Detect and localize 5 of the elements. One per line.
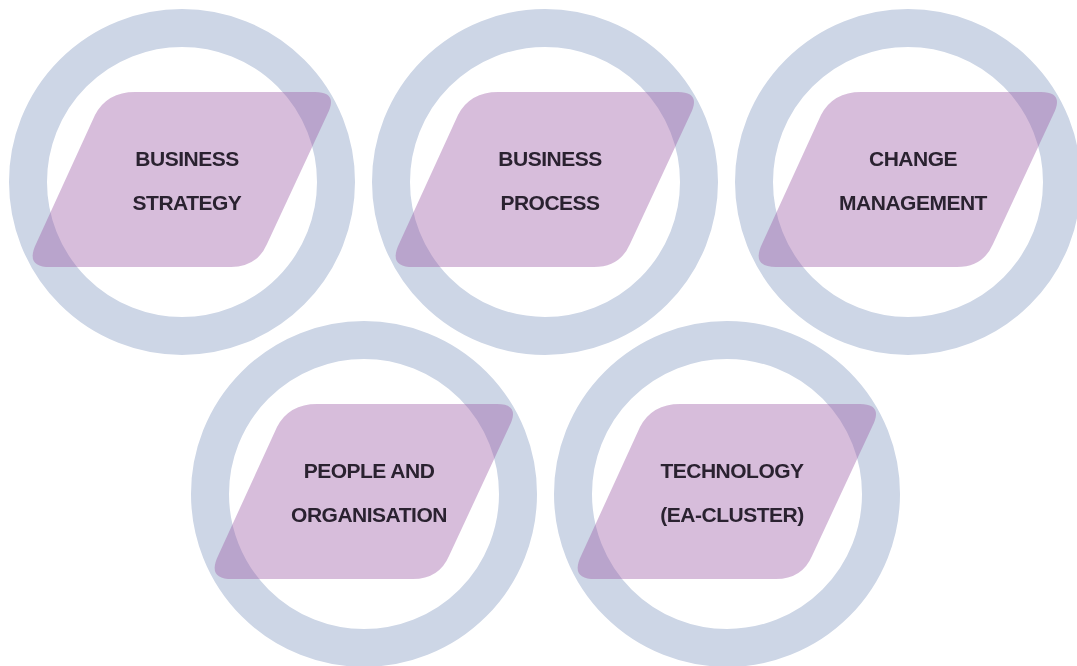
node-label: PEOPLE AND ORGANISATION bbox=[290, 458, 448, 528]
node-label: TECHNOLOGY (EA-CLUSTER) bbox=[659, 458, 805, 528]
node-label: BUSINESS STRATEGY bbox=[131, 146, 243, 216]
node-label: BUSINESS PROCESS bbox=[497, 146, 603, 216]
node-label: CHANGE MANAGEMENT bbox=[838, 146, 988, 216]
